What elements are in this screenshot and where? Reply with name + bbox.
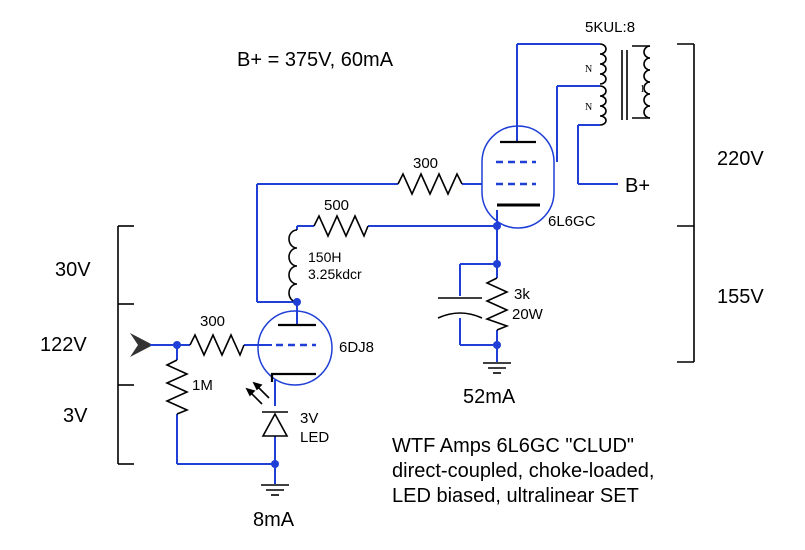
bias-led bbox=[245, 381, 289, 437]
output-current: 52mA bbox=[463, 386, 516, 408]
output-transformer bbox=[599, 43, 651, 126]
input-arrow bbox=[130, 333, 153, 357]
caption-line-3: LED biased, ultralinear SET bbox=[392, 485, 639, 507]
driver-current: 8mA bbox=[253, 509, 295, 531]
plate-resistor-label: 300 bbox=[413, 155, 438, 172]
grid-resistor-label: 500 bbox=[324, 197, 349, 214]
led-voltage: 3V bbox=[300, 410, 318, 427]
output-tube-label: 6L6GC bbox=[548, 213, 596, 230]
choke-inductance: 150H bbox=[308, 249, 341, 265]
left-voltage-bracket bbox=[117, 225, 134, 465]
transformer-mark-n1: N bbox=[585, 64, 592, 75]
cathode-resistor-value: 3k bbox=[514, 286, 530, 303]
voltage-3: 3V bbox=[63, 405, 88, 427]
voltage-155: 155V bbox=[717, 286, 764, 308]
transformer-name: 5KUL:8 bbox=[585, 19, 635, 36]
caption-line-2: direct-coupled, choke-loaded, bbox=[392, 460, 654, 482]
junction-dots bbox=[173, 222, 501, 468]
ground-driver bbox=[261, 484, 289, 496]
input-resistor-label: 300 bbox=[200, 313, 225, 330]
caption-line-1: WTF Amps 6L6GC "CLUD" bbox=[392, 435, 634, 457]
transformer-mark-1: 1 bbox=[640, 84, 645, 95]
resistor-grid-500 bbox=[313, 214, 369, 239]
wiring bbox=[150, 43, 618, 484]
voltage-220: 220V bbox=[717, 148, 764, 170]
voltage-30: 30V bbox=[55, 259, 91, 281]
voltage-122: 122V bbox=[40, 334, 87, 356]
tube-6l6gc bbox=[481, 125, 555, 229]
resistor-plate-300 bbox=[397, 172, 463, 196]
grid-leak-label: 1M bbox=[192, 377, 213, 394]
led-label: LED bbox=[300, 429, 329, 446]
right-voltage-bracket bbox=[677, 43, 695, 363]
choke-dcr: 3.25kdcr bbox=[308, 266, 362, 282]
choke-inductor bbox=[288, 229, 298, 303]
tube-6dj8 bbox=[257, 310, 333, 386]
resistor-cathode-3k bbox=[484, 277, 510, 331]
bplus-node-label: B+ bbox=[625, 175, 650, 197]
resistor-input-300 bbox=[189, 333, 245, 358]
supply-label: B+ = 375V, 60mA bbox=[237, 49, 394, 71]
ground-output bbox=[483, 362, 511, 374]
transformer-mark-n2: N bbox=[585, 102, 592, 113]
cathode-resistor-power: 20W bbox=[512, 306, 544, 323]
bypass-capacitor bbox=[437, 297, 483, 319]
driver-tube-label: 6DJ8 bbox=[339, 339, 374, 356]
resistor-grid-leak-1m bbox=[165, 359, 190, 415]
